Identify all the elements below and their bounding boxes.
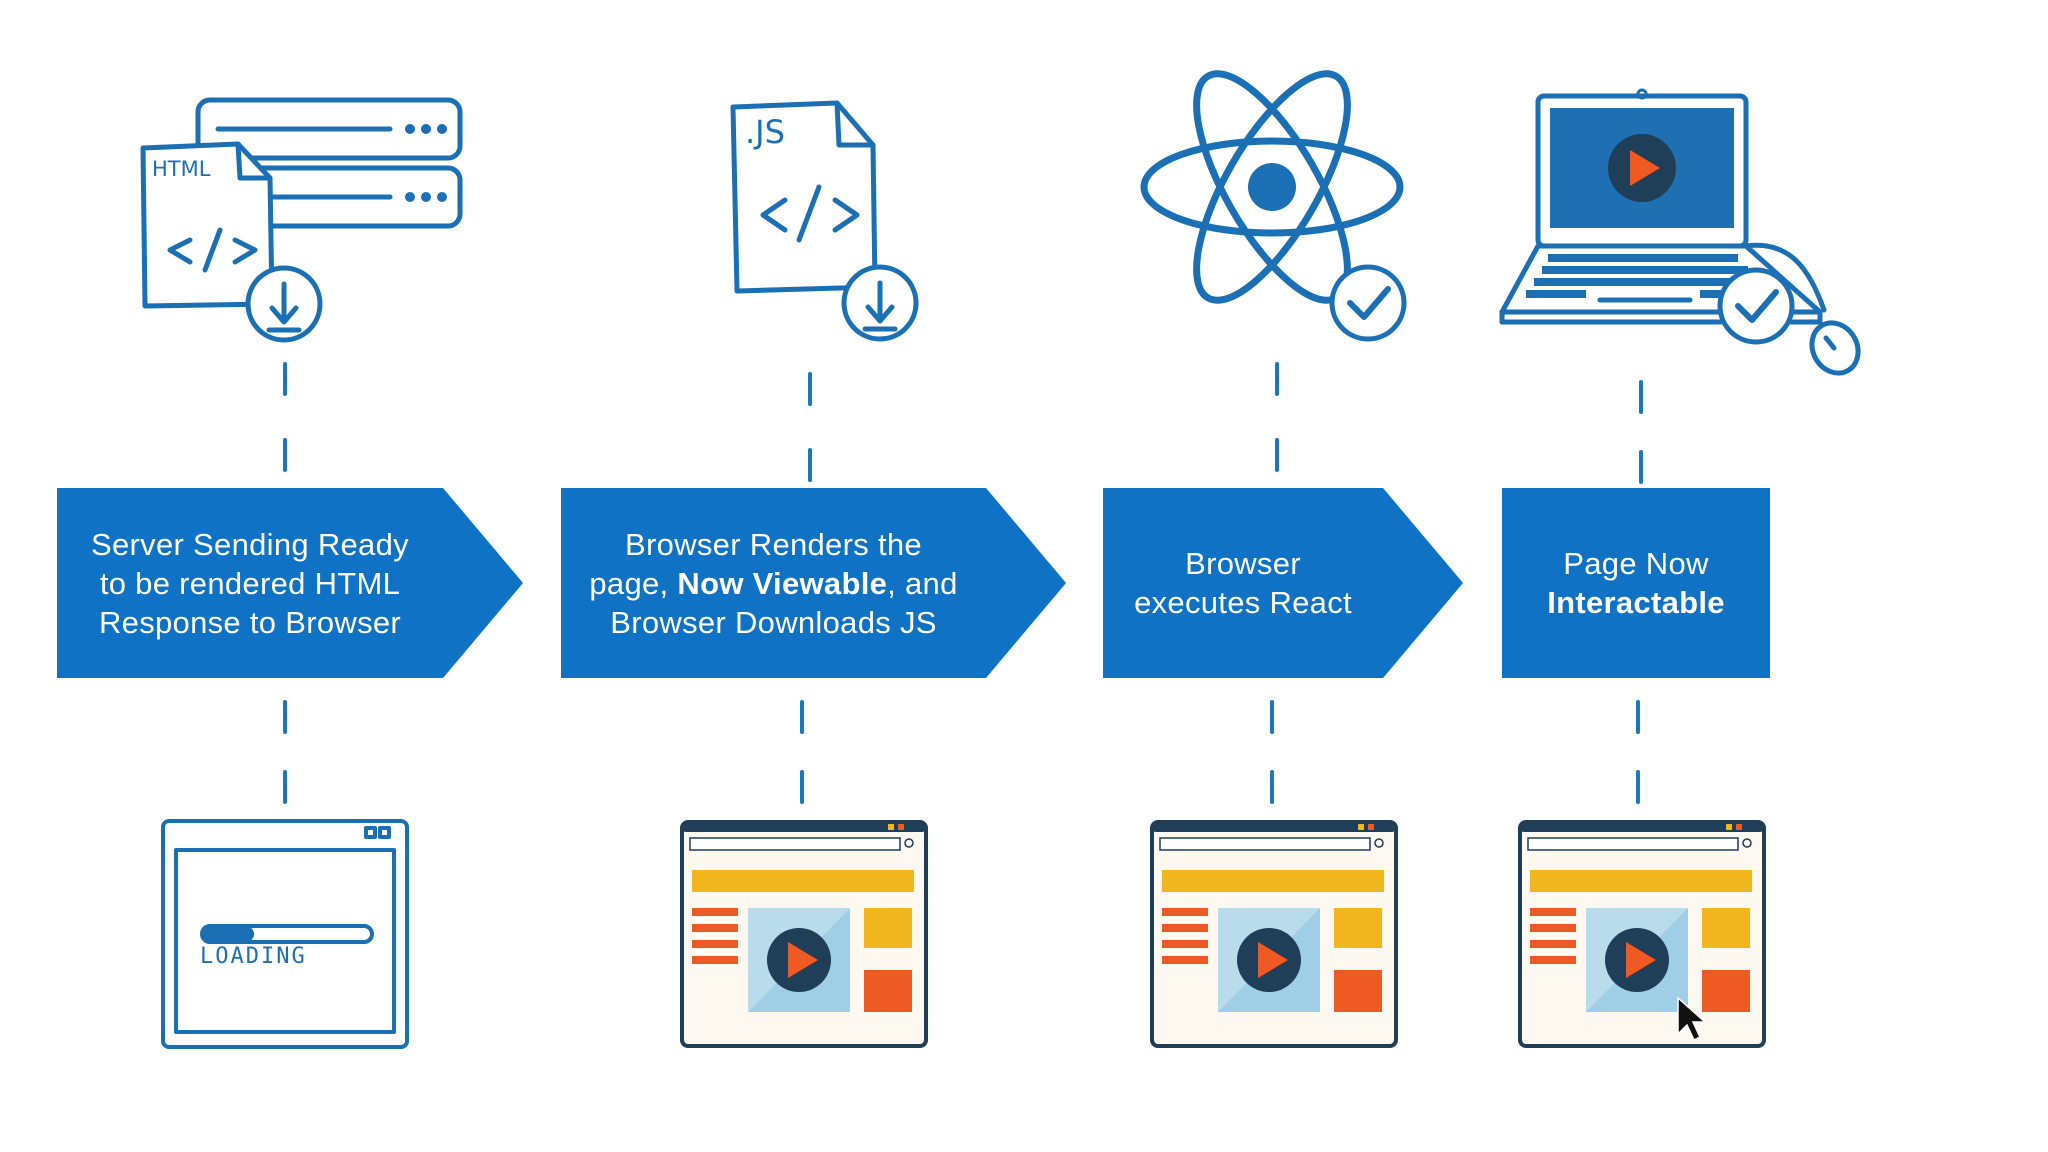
step-text-line: Browser xyxy=(1185,546,1301,581)
html-doc-label: HTML xyxy=(152,157,211,181)
step-text-line: Page Now xyxy=(1563,546,1709,581)
connector-dash xyxy=(283,770,287,804)
connector-dash xyxy=(283,362,287,396)
connector-dash xyxy=(1636,770,1640,804)
laptop-video-check-icon xyxy=(1499,88,1861,376)
step-text-emphasis: Now Viewable xyxy=(677,565,888,601)
step-page-interactable: Page Now Interactable xyxy=(1502,488,1770,678)
step-browser-executes: Browser executes React xyxy=(1103,488,1463,678)
step-text-line: Server Sending Ready xyxy=(91,526,409,562)
connector-dash xyxy=(1636,700,1640,734)
server-html-download-icon: HTML xyxy=(140,97,463,343)
step-text-line: to be rendered HTML xyxy=(99,565,401,601)
step-text-emphasis: Interactable xyxy=(1547,585,1725,620)
connector-dash xyxy=(1275,362,1279,396)
connector-dash xyxy=(808,448,812,482)
mouse-cursor-icon xyxy=(1677,996,1707,1042)
js-file-download-icon: .JS xyxy=(730,100,919,342)
step-server-sending: Server Sending Ready to be rendered HTML… xyxy=(57,488,523,678)
connector-dash xyxy=(808,372,812,406)
step-text-fragment: , and xyxy=(887,565,958,601)
connector-dash xyxy=(1270,770,1274,804)
step-text-line: Response to Browser xyxy=(98,604,402,640)
browser-page-icon xyxy=(680,820,928,1048)
connector-dash xyxy=(1639,450,1643,484)
browser-page-cursor-icon xyxy=(1518,820,1766,1048)
js-doc-label: .JS xyxy=(745,113,785,151)
connector-dash xyxy=(1270,700,1274,734)
connector-dash xyxy=(283,438,287,472)
connector-dash xyxy=(283,700,287,734)
connector-dash xyxy=(800,700,804,734)
connector-dash xyxy=(800,770,804,804)
react-atom-check-icon xyxy=(1140,70,1407,342)
connector-dash xyxy=(1639,380,1643,414)
step-text-fragment: page, xyxy=(589,565,678,601)
browser-page-icon xyxy=(1150,820,1398,1048)
step-browser-renders: Browser Renders the page, Now Viewable, … xyxy=(561,488,1066,678)
loading-label: LOADING xyxy=(200,944,307,969)
step-text-line: executes React xyxy=(1134,585,1352,620)
loading-window-icon xyxy=(161,819,409,1049)
step-text-line: Browser Renders the xyxy=(625,526,922,562)
step-text-line: Browser Downloads JS xyxy=(610,604,937,640)
connector-dash xyxy=(1275,438,1279,472)
